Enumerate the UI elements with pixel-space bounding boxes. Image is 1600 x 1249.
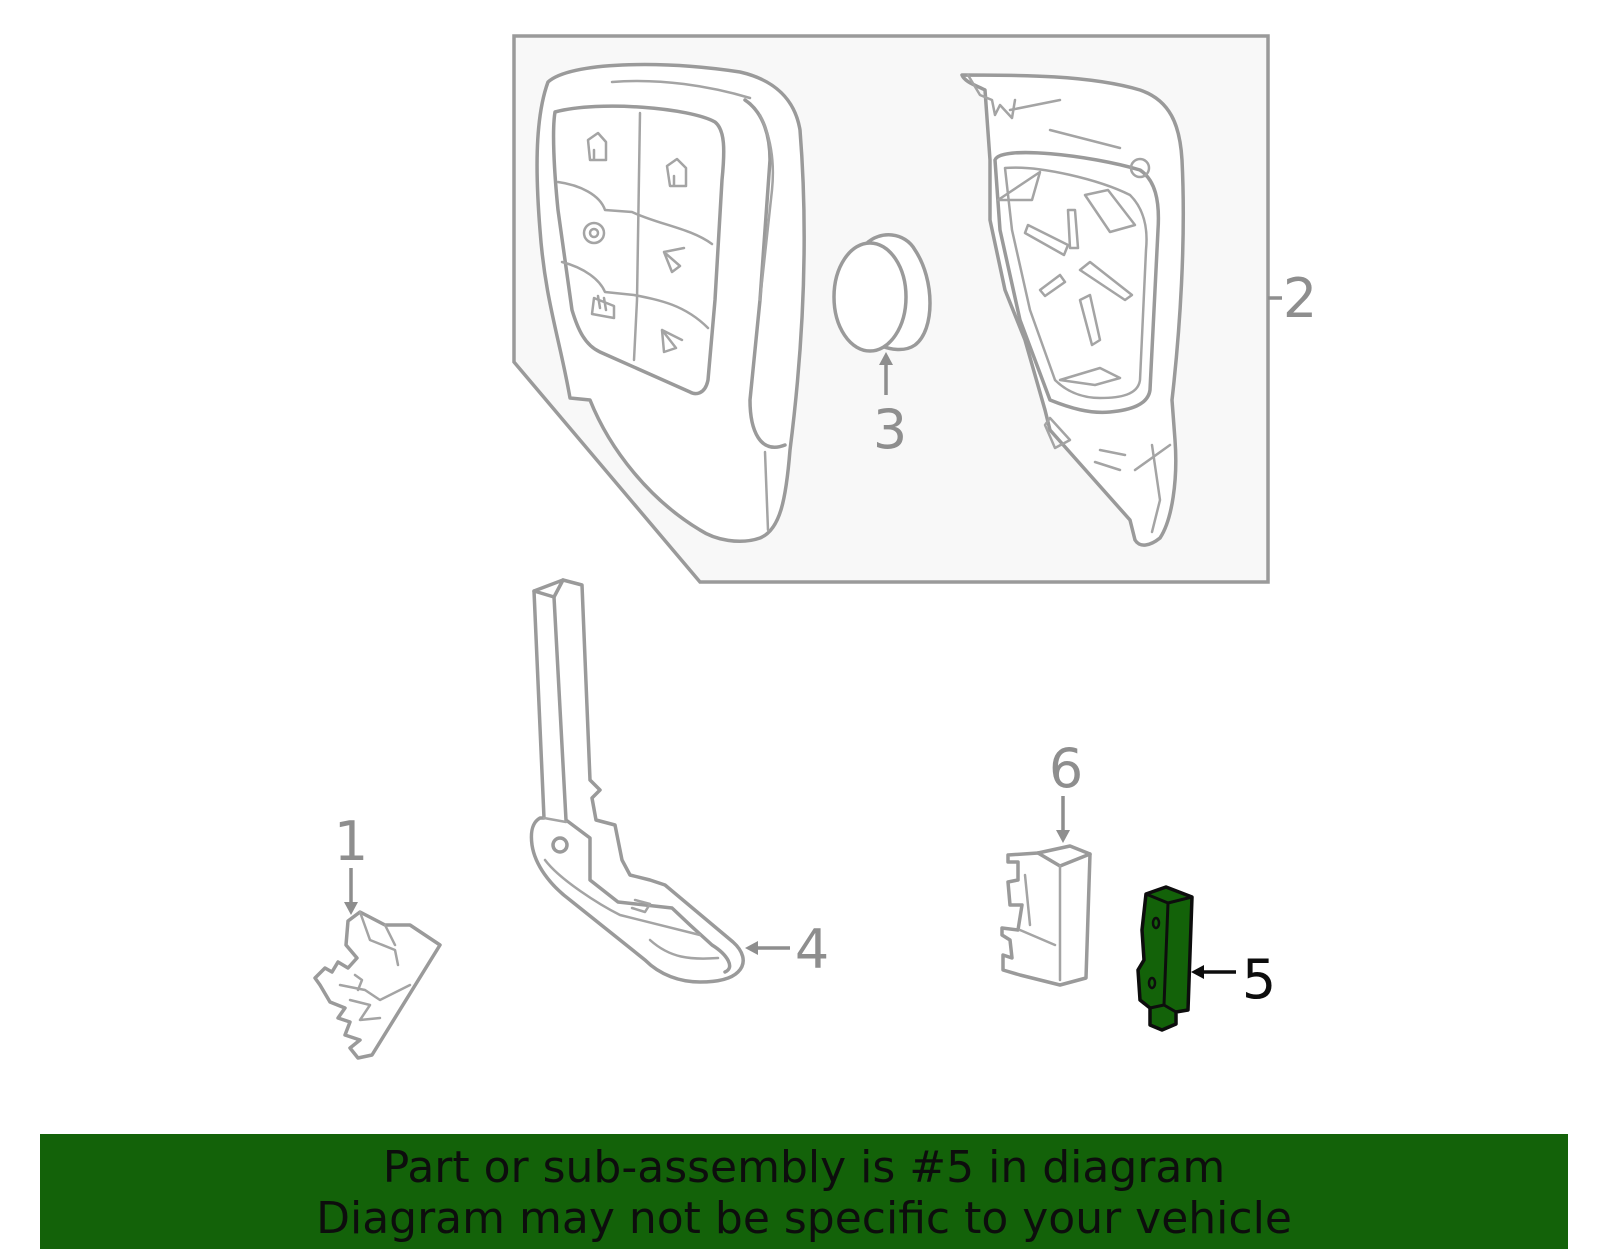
coin-battery[interactable] <box>832 233 932 353</box>
callout-arrows <box>344 296 1282 979</box>
callout-6: 6 <box>1049 737 1083 800</box>
banner-line-part: Part or sub-assembly is #5 in diagram <box>382 1142 1226 1193</box>
callout-1: 1 <box>334 810 368 873</box>
banner-line-disclaimer: Diagram may not be specific to your vehi… <box>316 1193 1292 1244</box>
callout-4: 4 <box>795 918 829 981</box>
callout-3: 3 <box>873 398 907 461</box>
key-fob-front[interactable] <box>535 62 806 544</box>
callout-labels: 1 2 3 4 5 6 <box>334 267 1317 1011</box>
part-6-clip[interactable] <box>1000 844 1092 987</box>
emergency-key-blade[interactable] <box>529 578 745 984</box>
part-1-bracket[interactable] <box>313 910 442 1060</box>
callout-5: 5 <box>1242 948 1276 1011</box>
part-5-highlighted[interactable] <box>1136 885 1194 1032</box>
callout-2: 2 <box>1283 267 1317 330</box>
info-banner: Part or sub-assembly is #5 in diagram Di… <box>40 1134 1568 1249</box>
key-fob-back-housing[interactable] <box>960 73 1185 547</box>
